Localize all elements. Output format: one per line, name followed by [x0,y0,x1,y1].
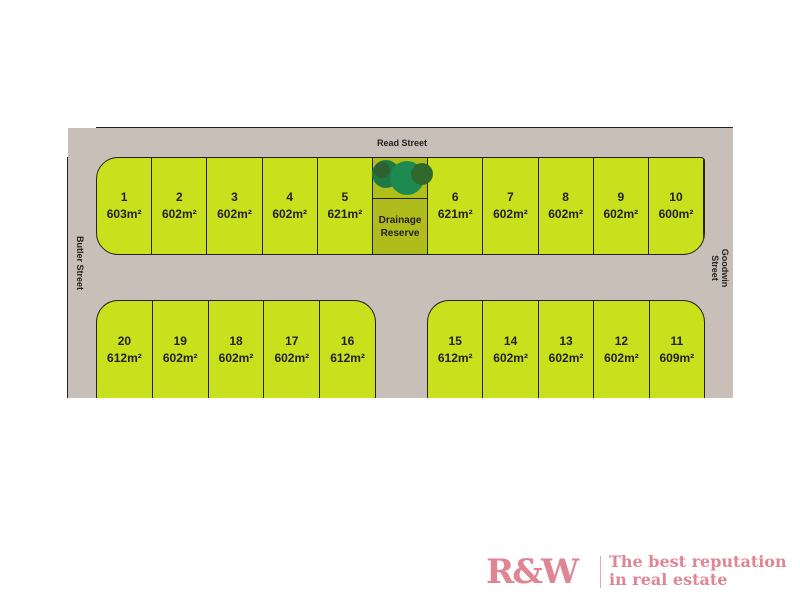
lot-area: 603m² [106,207,142,221]
lot-14: 14 602m² [483,301,539,398]
lot-area: 612m² [107,350,142,365]
lot-3: 3 602m² [207,158,263,254]
lot-number: 19 [173,333,187,348]
lot-number: 15 [448,333,462,348]
lot-number: 14 [503,333,518,348]
lot-4: 4 602m² [263,158,318,254]
tagline-line1: The best reputation [609,552,787,571]
lot-number: 11 [670,333,684,348]
lot-17: 17 602m² [264,301,321,398]
lot-12: 12 602m² [594,301,650,398]
lot-number: 17 [285,333,299,348]
tagline-line2: in real estate [609,570,728,589]
lot-area: 612m² [330,350,365,365]
lot-19: 19 602m² [153,301,209,398]
lot-area: 609m² [659,350,695,365]
lot-16: 16 612m² [320,301,375,398]
lot-1: 1 603m² [97,158,153,254]
lot-number: 5 [341,190,349,204]
lot-number: 12 [614,333,629,348]
lot-area: 621m² [327,207,363,221]
lot-8: 8 602m² [539,158,594,254]
drainage-text: Drainage [378,214,422,226]
lot-number: 1 [120,190,128,204]
lot-number: 10 [669,190,683,204]
boundary-line [67,157,68,398]
lot-area: 602m² [217,207,252,221]
lot-area: 602m² [272,207,307,221]
lot-number: 4 [286,190,293,204]
lot-area: 602m² [162,350,198,365]
lot-2: 2 602m² [152,158,208,254]
lot-5: 5 621m² [318,158,373,254]
lot-area: 612m² [437,350,473,365]
bottom-left-lot-block: 20 612m² 19 602m² 18 602m² 17 602m² 16 612m² [96,300,376,398]
lot-area: 602m² [548,207,583,221]
lot-number: 3 [231,190,238,204]
lot-13: 13 602m² [539,301,595,398]
lot-number: 13 [559,333,573,348]
boundary-line [96,127,733,128]
lot-number: 6 [451,190,459,204]
lot-number: 18 [229,333,243,348]
street-label-read: Read Street [377,138,428,148]
lot-9: 9 602m² [594,158,649,254]
lot-area: 602m² [274,350,310,365]
lot-area: 602m² [493,350,528,365]
lot-6: 6 621m² [428,158,484,254]
lot-area: 602m² [161,207,197,221]
lot-area: 621m² [437,207,473,221]
lot-area: 602m² [493,207,528,221]
lot-15: 15 612m² [428,301,484,398]
reserve-text: Reserve [380,227,420,239]
brand-logo: R&W [486,552,579,592]
lot-area: 602m² [218,350,254,365]
lot-area: 602m² [604,350,639,365]
lot-number: 2 [175,190,183,204]
divider [600,556,601,588]
lot-20: 20 612m² [97,301,153,398]
lot-number: 9 [617,190,625,204]
lot-18: 18 602m² [209,301,265,398]
lot-area: 602m² [548,350,584,365]
bottom-right-lot-block: 15 612m² 14 602m² 13 602m² 12 602m² 11 609m² [427,300,705,398]
lot-area: 602m² [603,207,639,221]
lot-number: 7 [507,190,514,204]
lot-number: 20 [117,333,132,348]
street-label-butler: Butler Street [75,235,85,290]
lot-10: 10 600m² [649,158,704,254]
tagline: The best reputation in real estate [609,553,787,589]
lot-number: 16 [340,333,355,348]
lot-7: 7 602m² [483,158,539,254]
tree-icon [372,160,433,195]
street-label-goodwin: Goodwin Street [710,248,730,288]
lot-number: 8 [562,190,569,204]
lot-11: 11 609m² [650,301,704,398]
lot-area: 600m² [658,207,694,221]
